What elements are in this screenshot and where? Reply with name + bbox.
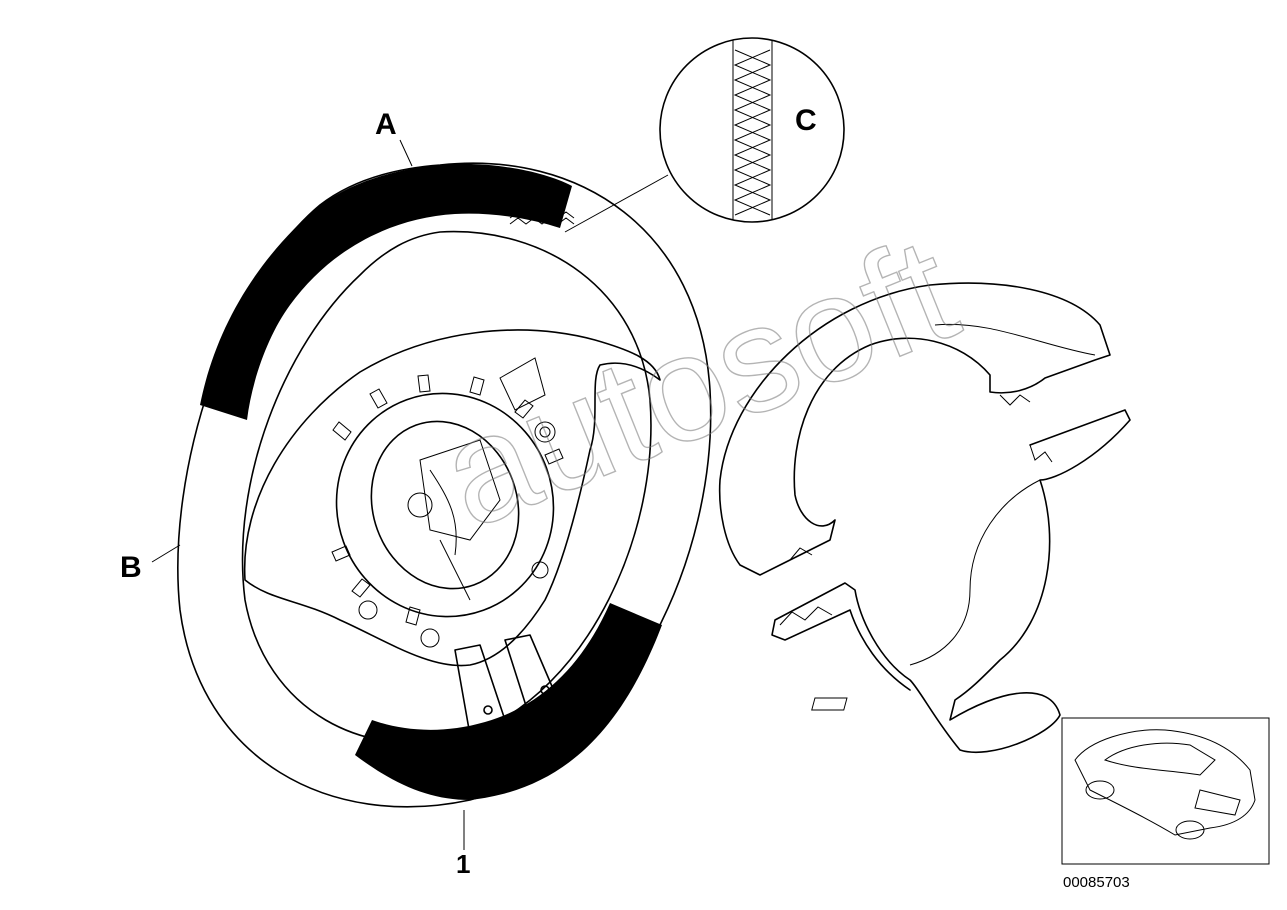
wheel-internals: [358, 357, 556, 648]
thumbnail-frame: [1061, 717, 1270, 865]
detail-circle: [659, 37, 845, 223]
m-badge-icon: [811, 697, 848, 711]
callout-item-1: 1: [456, 849, 470, 879]
leader-lines: [151, 139, 669, 850]
lower-trim-cover: [771, 409, 1131, 754]
wheel-hub-cover: [243, 329, 661, 667]
leather-section-top: [200, 163, 572, 420]
stitch-detail: [509, 211, 575, 225]
steering-wheel: [177, 162, 712, 808]
cross-stitch: [733, 49, 772, 216]
callout-b: B: [120, 551, 142, 584]
airbag-ring-outer: [335, 392, 555, 618]
upper-trim-cover: [718, 282, 1111, 576]
part-number: 00085703: [1063, 874, 1130, 891]
car-thumbnail: [1061, 717, 1270, 865]
ring-clips: [331, 374, 564, 626]
stitch-detail-circle: [659, 37, 845, 223]
leather-section-bottom: [355, 603, 662, 800]
airbag-ring-inner: [370, 420, 520, 590]
callout-c: C: [795, 104, 817, 137]
shift-paddles: [454, 634, 561, 741]
callout-a: A: [375, 108, 397, 141]
watermark: autosoft: [419, 204, 977, 560]
